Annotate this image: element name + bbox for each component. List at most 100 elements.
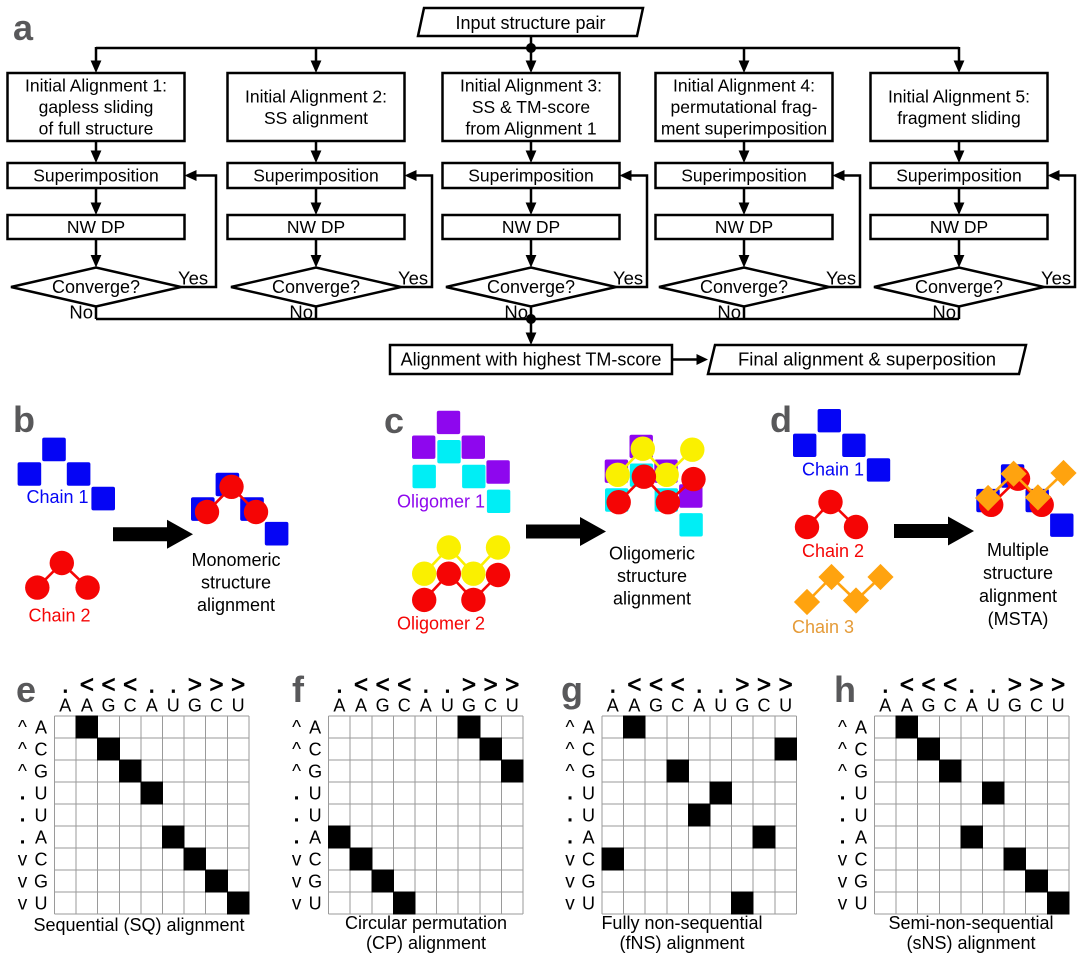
svg-text:.: . bbox=[840, 825, 846, 848]
svg-text:.: . bbox=[444, 672, 451, 699]
svg-text:c: c bbox=[384, 400, 404, 441]
svg-text:U: U bbox=[779, 696, 792, 716]
svg-text:.: . bbox=[840, 781, 846, 804]
svg-text:Sequential (SQ) alignment: Sequential (SQ) alignment bbox=[33, 915, 244, 935]
svg-text:<: < bbox=[123, 672, 137, 699]
svg-text:Initial Alignment 4:: Initial Alignment 4: bbox=[673, 76, 815, 96]
svg-text:.: . bbox=[294, 825, 300, 848]
svg-text:NW DP: NW DP bbox=[287, 217, 345, 237]
svg-text:C: C bbox=[582, 739, 595, 759]
svg-text:Initial Alignment 1:: Initial Alignment 1: bbox=[25, 76, 167, 96]
svg-text:U: U bbox=[855, 783, 868, 803]
svg-text:^: ^ bbox=[292, 739, 301, 760]
svg-text:.: . bbox=[567, 781, 573, 804]
svg-text:v: v bbox=[565, 893, 575, 914]
svg-text:A: A bbox=[309, 827, 321, 847]
svg-text:G: G bbox=[101, 696, 115, 716]
svg-text:Chain 1: Chain 1 bbox=[26, 487, 88, 507]
svg-text:d: d bbox=[770, 399, 792, 440]
svg-text:Chain 1: Chain 1 bbox=[802, 460, 864, 480]
svg-text:e: e bbox=[16, 669, 36, 710]
svg-text:Fully non-sequential: Fully non-sequential bbox=[601, 913, 762, 933]
svg-text:<: < bbox=[376, 672, 390, 699]
svg-text:>: > bbox=[757, 672, 771, 699]
svg-text:Converge?: Converge? bbox=[52, 277, 140, 297]
svg-text:.: . bbox=[294, 781, 300, 804]
svg-text:^: ^ bbox=[18, 761, 27, 782]
svg-text:.: . bbox=[696, 672, 703, 699]
svg-text:.: . bbox=[882, 672, 889, 699]
svg-text:C: C bbox=[1030, 696, 1043, 716]
svg-text:^: ^ bbox=[292, 717, 301, 738]
svg-text:.: . bbox=[567, 825, 573, 848]
svg-text:C: C bbox=[124, 696, 137, 716]
svg-text:from Alignment 1: from Alignment 1 bbox=[465, 119, 596, 139]
svg-text:v: v bbox=[18, 871, 28, 892]
svg-text:.: . bbox=[567, 803, 573, 826]
svg-text:C: C bbox=[35, 739, 48, 759]
svg-text:U: U bbox=[35, 893, 48, 913]
svg-text:.: . bbox=[336, 672, 343, 699]
svg-text:v: v bbox=[838, 849, 848, 870]
svg-text:structure: structure bbox=[617, 566, 687, 586]
svg-text:A: A bbox=[81, 696, 93, 716]
svg-text:<: < bbox=[921, 672, 935, 699]
svg-text:<: < bbox=[627, 672, 641, 699]
svg-text:>: > bbox=[462, 672, 476, 699]
svg-text:^: ^ bbox=[838, 761, 847, 782]
svg-text:h: h bbox=[834, 669, 856, 710]
svg-text:C: C bbox=[855, 849, 868, 869]
svg-text:(sNS) alignment: (sNS) alignment bbox=[906, 933, 1035, 953]
svg-text:<: < bbox=[101, 672, 115, 699]
svg-text:v: v bbox=[292, 849, 302, 870]
svg-text:.: . bbox=[422, 672, 429, 699]
svg-text:.: . bbox=[990, 672, 997, 699]
svg-text:Oligomer 1: Oligomer 1 bbox=[397, 492, 485, 512]
svg-text:A: A bbox=[855, 717, 867, 737]
svg-text:C: C bbox=[944, 696, 957, 716]
svg-text:A: A bbox=[855, 827, 867, 847]
svg-text:Chain 2: Chain 2 bbox=[28, 606, 90, 626]
svg-text:A: A bbox=[901, 696, 913, 716]
svg-text:U: U bbox=[855, 805, 868, 825]
svg-text:Yes: Yes bbox=[178, 268, 208, 289]
svg-text:.: . bbox=[20, 803, 26, 826]
svg-text:Converge?: Converge? bbox=[700, 277, 788, 297]
svg-text:v: v bbox=[838, 893, 848, 914]
svg-text:G: G bbox=[854, 761, 868, 781]
svg-text:of full structure: of full structure bbox=[39, 119, 154, 139]
svg-text:C: C bbox=[309, 739, 322, 759]
svg-text:gapless sliding: gapless sliding bbox=[39, 97, 154, 117]
svg-text:.: . bbox=[20, 825, 26, 848]
svg-text:C: C bbox=[855, 739, 868, 759]
svg-text:U: U bbox=[35, 805, 48, 825]
svg-text:Initial Alignment 3:: Initial Alignment 3: bbox=[460, 76, 602, 96]
svg-text:<: < bbox=[900, 672, 914, 699]
svg-text:^: ^ bbox=[838, 739, 847, 760]
svg-text:G: G bbox=[649, 696, 663, 716]
svg-text:v: v bbox=[838, 871, 848, 892]
svg-text:.: . bbox=[609, 672, 616, 699]
svg-text:C: C bbox=[484, 696, 497, 716]
svg-text:A: A bbox=[879, 696, 891, 716]
svg-text:>: > bbox=[1051, 672, 1065, 699]
svg-text:Converge?: Converge? bbox=[487, 277, 575, 297]
svg-text:^: ^ bbox=[566, 717, 575, 738]
svg-text:Multiple: Multiple bbox=[987, 540, 1049, 560]
svg-text:(CP) alignment: (CP) alignment bbox=[366, 933, 486, 953]
svg-text:<: < bbox=[80, 672, 94, 699]
svg-text:U: U bbox=[855, 893, 868, 913]
svg-text:<: < bbox=[354, 672, 368, 699]
svg-text:G: G bbox=[581, 761, 595, 781]
svg-text:U: U bbox=[582, 893, 595, 913]
svg-text:G: G bbox=[1008, 696, 1022, 716]
svg-text:No: No bbox=[717, 302, 741, 323]
svg-text:Superimposition: Superimposition bbox=[896, 166, 1021, 186]
svg-text:C: C bbox=[758, 696, 771, 716]
svg-text:U: U bbox=[232, 696, 245, 716]
svg-text:G: G bbox=[34, 761, 48, 781]
svg-text:^: ^ bbox=[566, 739, 575, 760]
svg-text:A: A bbox=[420, 696, 432, 716]
svg-text:alignment: alignment bbox=[979, 586, 1057, 606]
svg-text:.: . bbox=[717, 672, 724, 699]
